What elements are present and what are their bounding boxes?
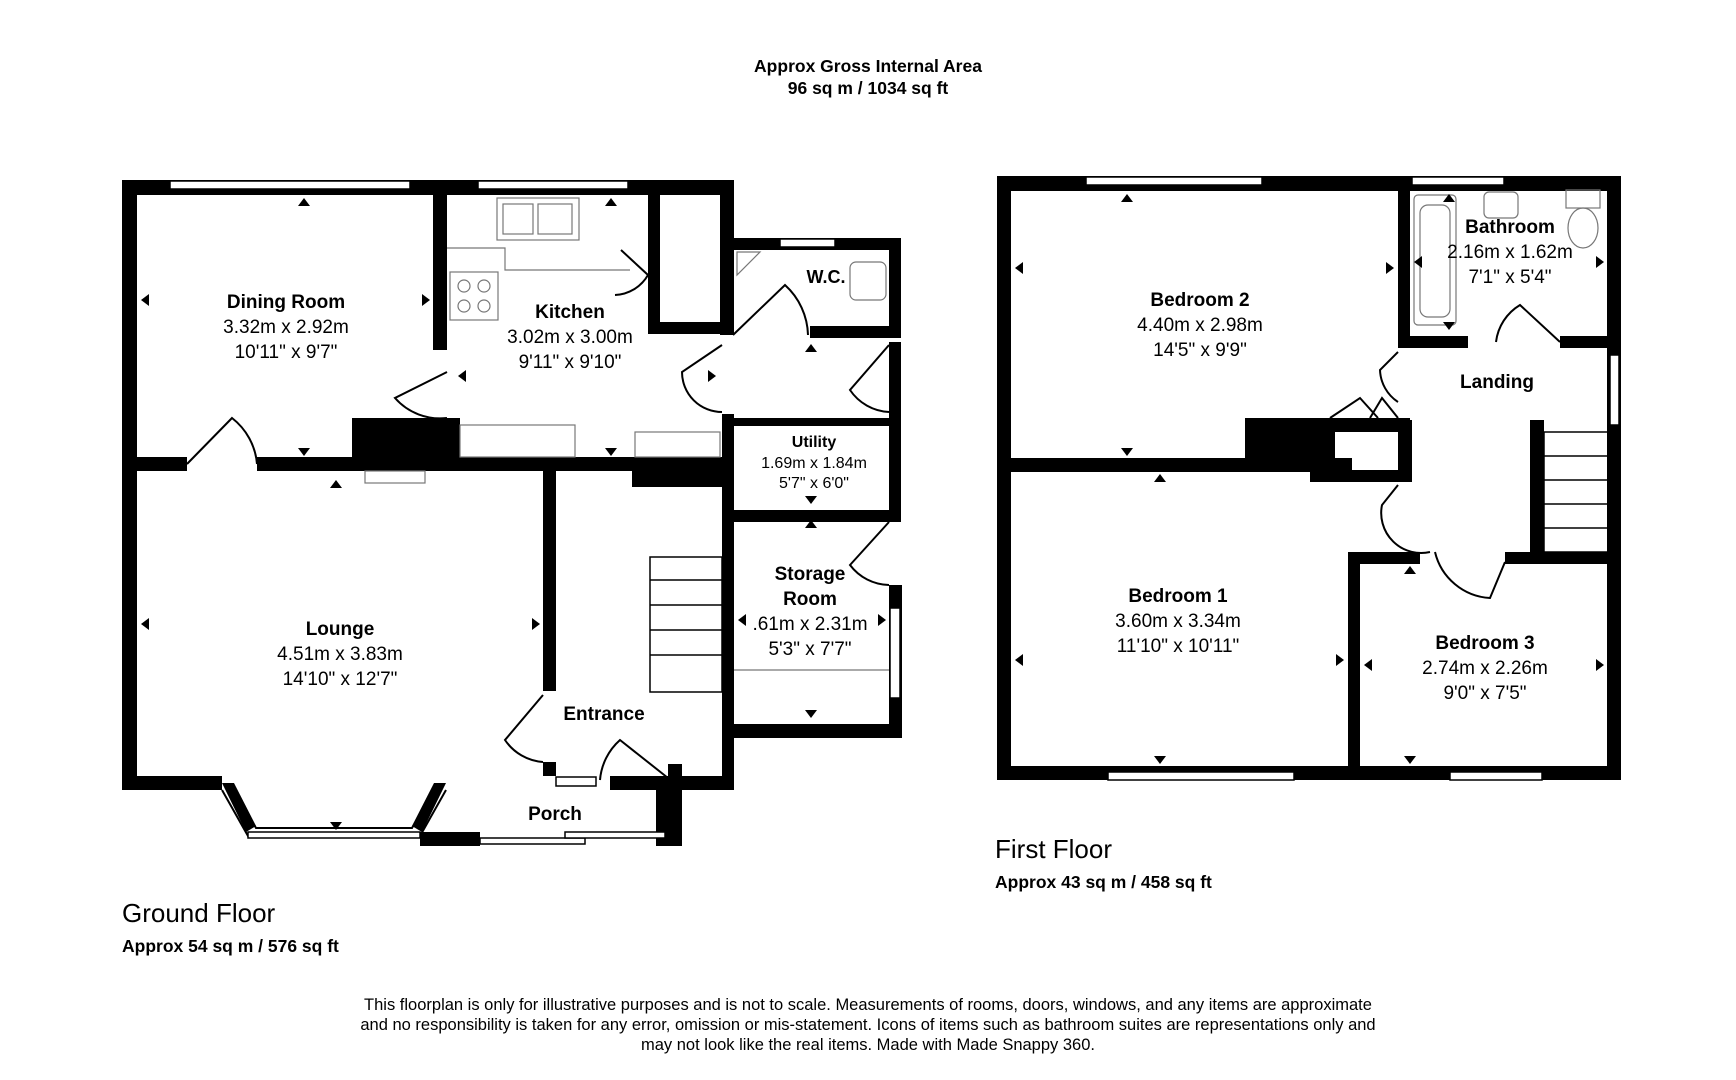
first-floor-area: Approx 43 sq m / 458 sq ft: [995, 872, 1212, 892]
ground-floor-area: Approx 54 sq m / 576 sq ft: [122, 936, 339, 956]
room-size-bedroom1-imperial: 11'10" x 10'11": [1117, 636, 1240, 657]
room-size-dining-imperial: 10'11" x 9'7": [235, 342, 338, 363]
room-size-bedroom3-metric: 2.74m x 2.26m: [1422, 658, 1548, 679]
room-name-porch: Porch: [528, 804, 582, 825]
gross-area-value: 96 sq m / 1034 sq ft: [788, 78, 949, 98]
room-size-utility-imperial: 5'7" x 6'0": [779, 475, 849, 492]
room-name-entrance: Entrance: [563, 704, 644, 725]
room-name-storage-line2: Room: [783, 589, 837, 610]
first-floor-title: First Floor: [995, 834, 1112, 864]
room-size-bathroom-imperial: 7'1" x 5'4": [1468, 267, 1551, 288]
room-name-bedroom1: Bedroom 1: [1128, 586, 1228, 607]
room-size-kitchen-imperial: 9'11" x 9'10": [519, 352, 622, 373]
room-name-lounge: Lounge: [306, 619, 375, 640]
room-size-bedroom3-imperial: 9'0" x 7'5": [1443, 683, 1526, 704]
room-size-dining-metric: 3.32m x 2.92m: [223, 317, 349, 338]
room-name-bedroom3: Bedroom 3: [1435, 633, 1534, 654]
ground-floor-title: Ground Floor: [122, 898, 276, 928]
ground-floor-plan: Dining Room 3.32m x 2.92m 10'11" x 9'7" …: [122, 180, 902, 846]
room-size-storage-metric: .61m x 2.31m: [752, 614, 867, 635]
disclaimer-line-2: and no responsibility is taken for any e…: [360, 1016, 1376, 1034]
disclaimer: This floorplan is only for illustrative …: [300, 995, 1436, 1055]
gross-area-title: Approx Gross Internal Area: [754, 56, 982, 76]
disclaimer-line-1: This floorplan is only for illustrative …: [364, 996, 1372, 1014]
room-size-lounge-metric: 4.51m x 3.83m: [277, 644, 403, 665]
room-size-lounge-imperial: 14'10" x 12'7": [283, 669, 398, 690]
room-size-bedroom2-metric: 4.40m x 2.98m: [1137, 315, 1263, 336]
room-size-storage-imperial: 5'3" x 7'7": [768, 639, 851, 660]
room-name-utility: Utility: [792, 434, 837, 451]
disclaimer-line-3: may not look like the real items. Made w…: [641, 1036, 1095, 1054]
room-size-kitchen-metric: 3.02m x 3.00m: [507, 327, 633, 348]
room-size-bedroom2-imperial: 14'5" x 9'9": [1153, 340, 1247, 361]
room-size-utility-metric: 1.69m x 1.84m: [761, 455, 867, 472]
room-name-bedroom2: Bedroom 2: [1150, 290, 1249, 311]
room-size-bathroom-metric: 2.16m x 1.62m: [1447, 242, 1573, 263]
room-name-storage-line1: Storage: [775, 564, 846, 585]
first-floor-plan: Bedroom 2 4.40m x 2.98m 14'5" x 9'9" Bat…: [997, 176, 1621, 781]
room-name-landing: Landing: [1460, 372, 1534, 393]
room-name-kitchen: Kitchen: [535, 302, 605, 323]
room-name-dining: Dining Room: [227, 292, 345, 313]
room-name-wc: W.C.: [807, 267, 846, 287]
room-name-bathroom: Bathroom: [1465, 217, 1555, 238]
room-size-bedroom1-metric: 3.60m x 3.34m: [1115, 611, 1241, 632]
